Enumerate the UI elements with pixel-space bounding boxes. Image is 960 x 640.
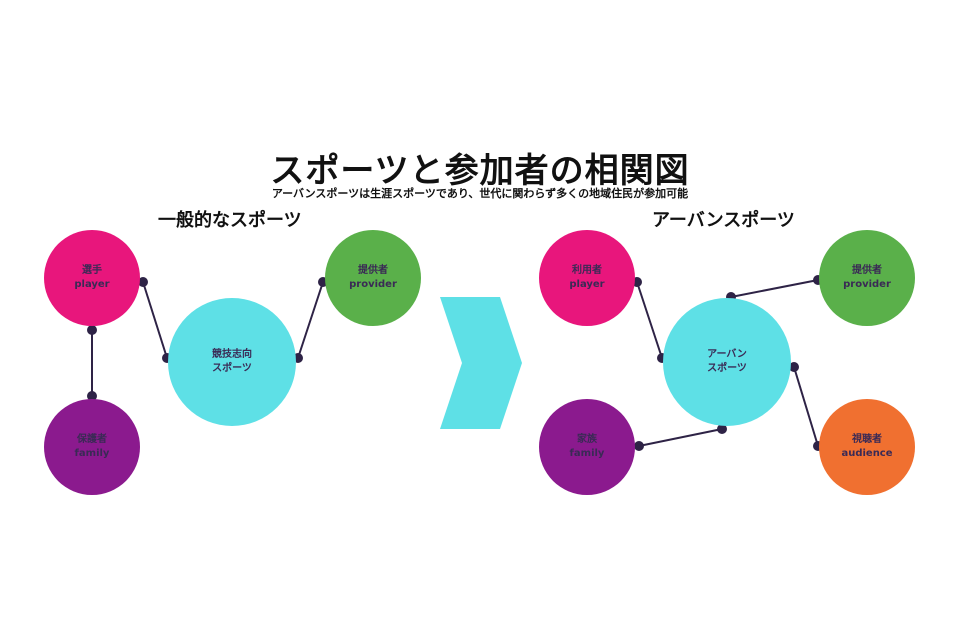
page-subtitle: アーバンスポーツは生涯スポーツであり、世代に関わらず多くの地域住民が参加可能	[271, 187, 689, 200]
right-node-center: アーバン スポーツ	[663, 298, 791, 426]
right-node-player: 利用者 player	[539, 230, 635, 326]
right-section-heading: アーバンスポーツ	[652, 210, 795, 231]
node-label: 提供者	[852, 265, 882, 276]
link-center-audience-right	[793, 366, 819, 447]
link-player-center-left	[142, 281, 168, 359]
node-sublabel: provider	[349, 279, 397, 290]
link-center-provider-left	[297, 281, 324, 359]
link-center-provider-right	[730, 279, 819, 298]
link-dot	[634, 441, 644, 451]
right-node-family: 家族 family	[539, 399, 635, 495]
node-sublabel: player	[74, 279, 110, 290]
node-sublabel: audience	[841, 448, 893, 459]
page-title: スポーツと参加者の相関図	[270, 151, 690, 191]
node-sublabel: provider	[843, 279, 891, 290]
link-dot	[717, 424, 727, 434]
link-dot	[87, 325, 97, 335]
node-label: アーバン	[707, 349, 747, 360]
node-sublabel: player	[569, 279, 605, 290]
node-label: 視聴者	[852, 434, 882, 445]
node-label: 選手	[82, 265, 102, 276]
node-label: 家族	[577, 434, 597, 445]
link-player-center-right	[636, 281, 663, 359]
link-center-family-right	[638, 428, 723, 447]
node-label: 競技志向	[212, 349, 252, 360]
right-node-audience: 視聴者 audience	[819, 399, 915, 495]
link-dot	[138, 277, 148, 287]
right-node-provider: 提供者 provider	[819, 230, 915, 326]
left-section-heading: 一般的なスポーツ	[158, 210, 302, 231]
node-sublabel: family	[74, 448, 110, 459]
node-sublabel: family	[569, 448, 605, 459]
left-node-player: 選手 player	[44, 230, 140, 326]
node-sublabel: スポーツ	[212, 363, 252, 374]
chevron-right-icon	[440, 297, 522, 429]
left-node-provider: 提供者 provider	[325, 230, 421, 326]
node-label: 保護者	[77, 434, 107, 445]
node-sublabel: スポーツ	[707, 363, 747, 374]
left-node-center: 競技志向 スポーツ	[168, 298, 296, 426]
node-label: 提供者	[358, 265, 388, 276]
node-label: 利用者	[572, 265, 602, 276]
link-dot	[789, 362, 799, 372]
left-node-family: 保護者 family	[44, 399, 140, 495]
